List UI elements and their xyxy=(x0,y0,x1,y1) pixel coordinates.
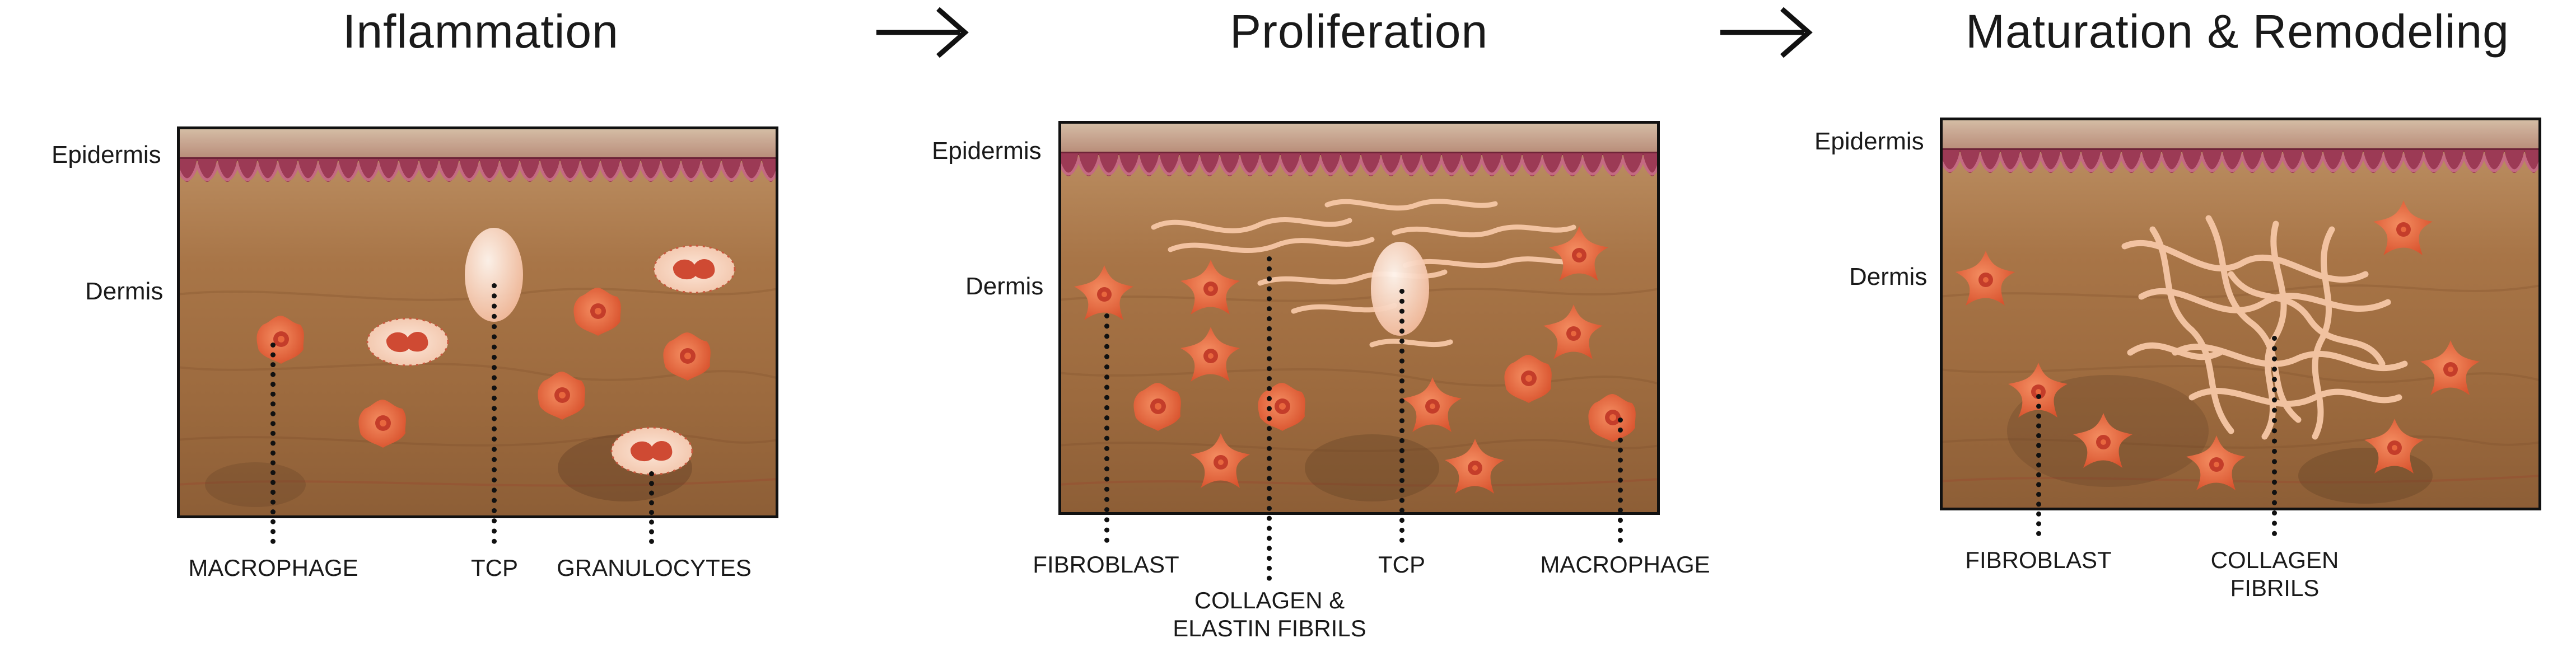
leader-line xyxy=(1618,418,1623,543)
leader-line xyxy=(2272,336,2277,536)
epidermis-label: Epidermis xyxy=(1814,128,1924,155)
arrow-right-icon xyxy=(876,7,969,58)
granulocyte-cell xyxy=(653,245,736,294)
label-collagen-fibrils-line2: FIBRILS xyxy=(2230,575,2320,601)
collagen-fibrils-mesh xyxy=(2121,215,2408,440)
label-collagen-elastin-line1: COLLAGEN & xyxy=(1194,587,1345,613)
leader-line xyxy=(1399,289,1404,543)
leader-line xyxy=(492,283,497,544)
stage-title-proliferation: Proliferation xyxy=(1230,5,1488,58)
epidermis-label: Epidermis xyxy=(932,137,1042,165)
label-macrophage: MACROPHAGE xyxy=(1540,551,1710,578)
leader-line xyxy=(270,343,276,544)
stage-title-inflammation: Inflammation xyxy=(343,5,619,58)
leader-line xyxy=(1104,313,1109,543)
label-collagen-elastin-line2: ELASTIN FIBRILS xyxy=(1173,615,1366,641)
granulocyte-cell xyxy=(366,317,449,367)
dermis-label: Dermis xyxy=(1849,263,1928,290)
label-macrophage: MACROPHAGE xyxy=(188,555,358,581)
maturation-tissue-panel xyxy=(1940,118,2541,510)
label-tcp: TCP xyxy=(1378,551,1425,578)
epidermis-label: Epidermis xyxy=(52,141,161,168)
label-fibroblast: FIBROBLAST xyxy=(1965,547,2112,573)
stage-title-maturation-remodeling: Maturation & Remodeling xyxy=(1966,5,2509,58)
proliferation-tissue-panel xyxy=(1058,121,1660,515)
dermis-label: Dermis xyxy=(85,278,164,305)
leader-line xyxy=(2036,394,2041,536)
dermis-label: Dermis xyxy=(965,273,1044,300)
granulocyte-cell xyxy=(610,426,693,476)
label-collagen-fibrils-line1: COLLAGEN xyxy=(2210,547,2339,573)
arrow-right-icon xyxy=(1720,7,1813,58)
leader-line xyxy=(1267,256,1272,581)
inflammation-tissue-panel xyxy=(177,126,778,518)
label-tcp: TCP xyxy=(471,555,518,581)
label-granulocytes: GRANULOCYTES xyxy=(557,555,752,581)
label-fibroblast: FIBROBLAST xyxy=(1033,551,1179,578)
leader-line xyxy=(649,471,654,544)
